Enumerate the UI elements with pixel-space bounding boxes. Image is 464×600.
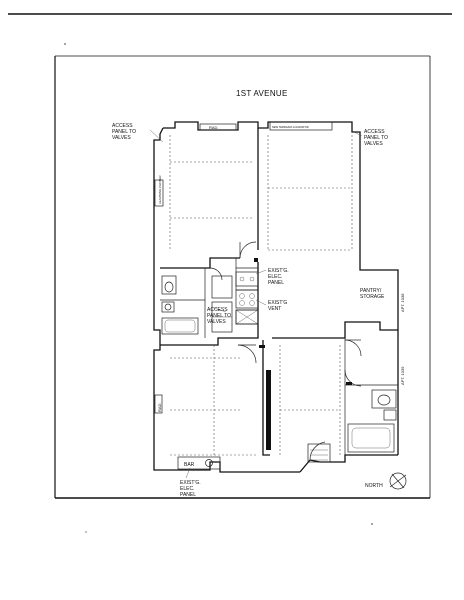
svg-text:PANTRY/: PANTRY/ — [360, 288, 382, 294]
interior-walls — [160, 128, 398, 456]
wall-tabs — [254, 258, 352, 385]
bar-counter — [177, 456, 221, 470]
vent-shaft — [235, 309, 259, 325]
existing-elec-panel-center-label: EXIST'G. ELEC. PANEL — [268, 268, 289, 286]
rad-left-label: RAD. — [157, 402, 162, 412]
dashed-lines — [169, 135, 353, 456]
north-arrow-icon — [389, 472, 407, 490]
existing-elec-panel-bottom-label: EXIST'G. ELEC. PANEL — [180, 480, 201, 498]
north-label: NORTH — [365, 483, 383, 489]
svg-text:PANEL TO: PANEL TO — [207, 313, 231, 319]
access-panel-right-label: ACCESS PANEL TO VALVES — [364, 129, 388, 147]
svg-text:ACCESS: ACCESS — [112, 123, 133, 129]
svg-text:VALVES: VALVES — [364, 141, 383, 147]
svg-text:PANEL TO: PANEL TO — [364, 135, 388, 141]
closet-panel — [154, 179, 164, 414]
svg-text:ELEC.: ELEC. — [268, 274, 282, 280]
doors — [209, 241, 362, 461]
stair-hatch — [307, 443, 331, 463]
closet-tag: LEARNING CENTER — [158, 175, 162, 204]
existing-vent-label: EXIST'G VENT — [268, 300, 287, 312]
svg-text:ACCESS: ACCESS — [207, 307, 228, 313]
svg-text:ACCESS: ACCESS — [364, 129, 385, 135]
leader-lines — [149, 129, 363, 479]
svg-text:VALVES: VALVES — [207, 319, 226, 325]
svg-text:STORAGE: STORAGE — [360, 294, 385, 300]
street-label: 1ST AVENUE — [236, 89, 288, 98]
svg-text:PANEL TO: PANEL TO — [112, 129, 136, 135]
apt-upper-label: APT. 1038 — [400, 293, 405, 312]
pantry-storage-label: PANTRY/ STORAGE — [360, 288, 385, 300]
rad-top-label: RAD. — [209, 125, 219, 130]
access-panel-left-label: ACCESS PANEL TO VALVES — [112, 123, 136, 141]
svg-text:PANEL: PANEL — [268, 280, 284, 286]
page-frame — [8, 13, 452, 499]
svg-text:EXIST'G: EXIST'G — [268, 300, 287, 306]
scan-specks — [64, 43, 373, 533]
bar-label: BAR — [184, 462, 195, 468]
bath-fixtures-left — [161, 275, 199, 335]
bath-fixtures-right — [347, 389, 397, 453]
svg-text:EXIST'G.: EXIST'G. — [268, 268, 289, 274]
svg-text:PANEL: PANEL — [180, 492, 196, 498]
apt-lower-label: APT. 1039 — [400, 366, 405, 385]
access-panel-center-label: ACCESS PANEL TO VALVES — [207, 307, 231, 325]
svg-text:EXIST'G.: EXIST'G. — [180, 480, 201, 486]
window-tag: NEW TERRAZZA & RADIATOR — [272, 125, 309, 129]
svg-text:VENT: VENT — [268, 306, 281, 312]
svg-text:ELEC.: ELEC. — [180, 486, 194, 492]
svg-text:VALVES: VALVES — [112, 135, 131, 141]
cased-opening — [266, 370, 271, 450]
window-band — [199, 121, 333, 131]
